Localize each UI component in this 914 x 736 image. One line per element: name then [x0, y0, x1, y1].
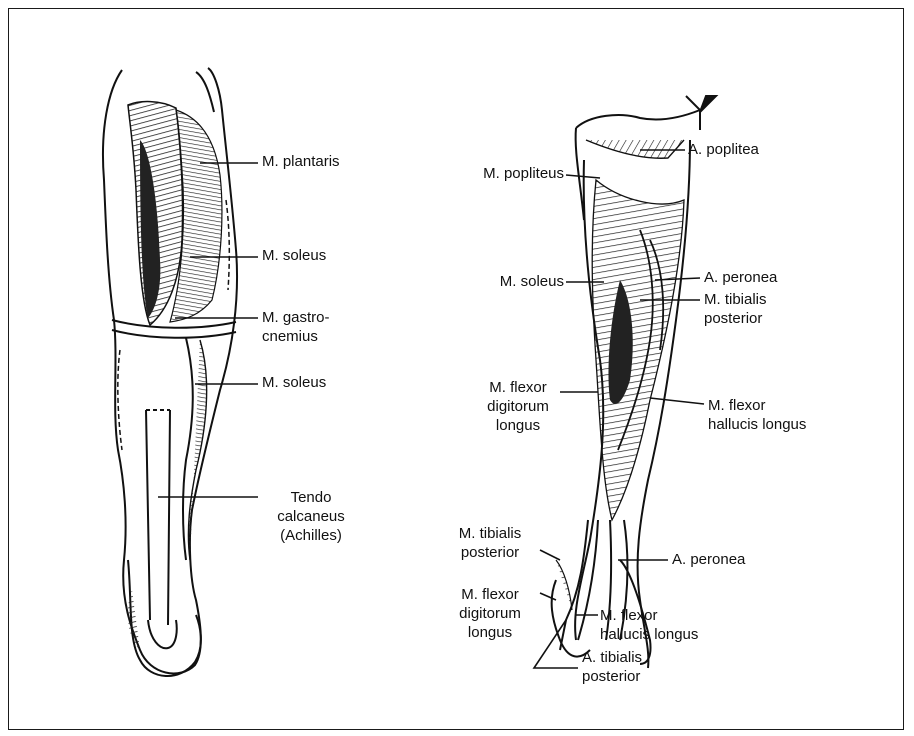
- label-line: M. flexor: [470, 378, 566, 397]
- label-m-tibialis-posterior-upper: M. tibialis posterior: [704, 290, 767, 328]
- label-line: M. tibialis: [438, 524, 542, 543]
- label-m-flexor-digitorum-lower: M. flexor digitorum longus: [440, 585, 540, 642]
- label-m-popliteus: M. popliteus: [440, 164, 564, 183]
- label-line: hallucis longus: [600, 625, 698, 644]
- label-line: M. flexor: [440, 585, 540, 604]
- left-leg-drawing: [103, 68, 237, 676]
- label-m-soleus: M. soleus: [450, 272, 564, 291]
- label-a-peronea-lower: A. peronea: [672, 550, 745, 569]
- label-line: longus: [470, 416, 566, 435]
- label-m-soleus-upper: M. soleus: [262, 246, 326, 265]
- label-line: calcaneus: [252, 507, 370, 526]
- label-a-peronea-upper: A. peronea: [704, 268, 777, 287]
- label-line: A. tibialis: [582, 648, 642, 667]
- label-line: digitorum: [470, 397, 566, 416]
- label-a-poplitea: A. poplitea: [688, 140, 759, 159]
- label-m-flexor-hallucis-lower: M. flexor hallucis longus: [600, 606, 698, 644]
- label-m-gastrocnemius: M. gastro- cnemius: [262, 308, 330, 346]
- label-line: (Achilles): [252, 526, 370, 545]
- label-line: cnemius: [262, 327, 330, 346]
- label-line: M. gastro-: [262, 308, 330, 327]
- label-line: M. tibialis: [704, 290, 767, 309]
- label-line: posterior: [582, 667, 642, 686]
- label-m-plantaris: M. plantaris: [262, 152, 340, 171]
- label-tendo-calcaneus: Tendo calcaneus (Achilles): [252, 488, 370, 545]
- label-m-flexor-hallucis-upper: M. flexor hallucis longus: [708, 396, 806, 434]
- label-line: posterior: [704, 309, 767, 328]
- label-m-soleus-lower: M. soleus: [262, 373, 326, 392]
- label-line: digitorum: [440, 604, 540, 623]
- label-m-tibialis-posterior-lower: M. tibialis posterior: [438, 524, 542, 562]
- label-line: Tendo: [252, 488, 370, 507]
- label-line: posterior: [438, 543, 542, 562]
- right-leg-drawing: [552, 96, 716, 668]
- label-line: M. flexor: [708, 396, 806, 415]
- label-line: hallucis longus: [708, 415, 806, 434]
- label-a-tibialis-posterior: A. tibialis posterior: [582, 648, 642, 686]
- label-line: M. flexor: [600, 606, 698, 625]
- label-m-flexor-digitorum-upper: M. flexor digitorum longus: [470, 378, 566, 435]
- label-line: longus: [440, 623, 540, 642]
